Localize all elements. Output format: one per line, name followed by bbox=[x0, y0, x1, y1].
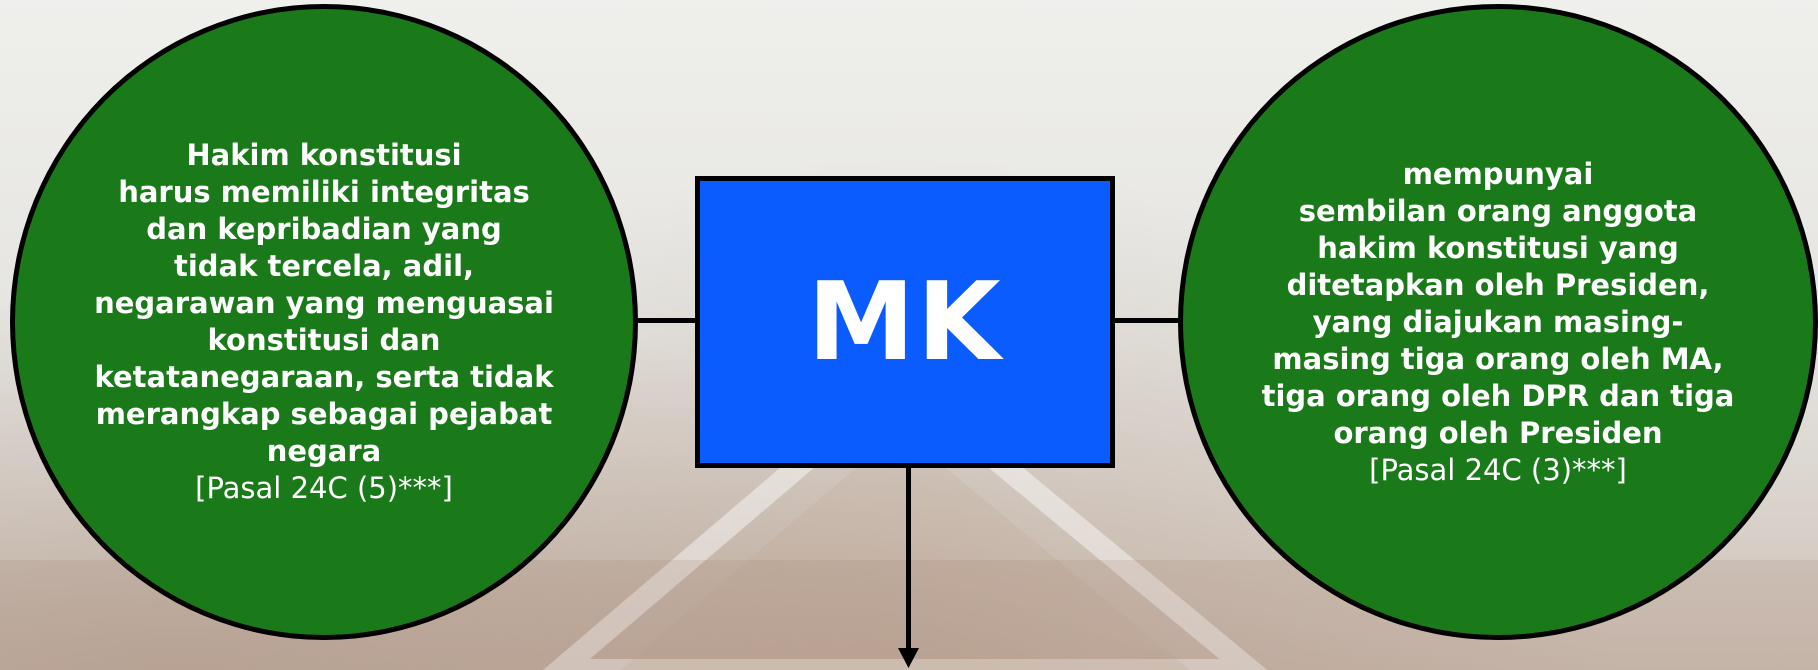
right-circle: mempunyai sembilan orang anggota hakim k… bbox=[1178, 4, 1818, 640]
arrow-head-down-icon bbox=[898, 648, 919, 668]
connector-right bbox=[1112, 318, 1184, 323]
mk-label: MK bbox=[807, 259, 1003, 385]
connector-left bbox=[632, 318, 698, 323]
right-circle-reference: [Pasal 24C (3)***] bbox=[1369, 452, 1627, 487]
right-circle-text: mempunyai sembilan orang anggota hakim k… bbox=[1261, 156, 1735, 450]
left-circle-content: Hakim konstitusi harus memiliki integrit… bbox=[94, 137, 554, 507]
mk-box: MK bbox=[695, 176, 1115, 468]
right-circle-content: mempunyai sembilan orang anggota hakim k… bbox=[1262, 156, 1735, 489]
left-circle: Hakim konstitusi harus memiliki integrit… bbox=[10, 4, 638, 640]
connector-down bbox=[906, 466, 911, 656]
left-circle-text: Hakim konstitusi harus memiliki integrit… bbox=[94, 138, 554, 468]
left-circle-reference: [Pasal 24C (5)***] bbox=[195, 471, 453, 505]
